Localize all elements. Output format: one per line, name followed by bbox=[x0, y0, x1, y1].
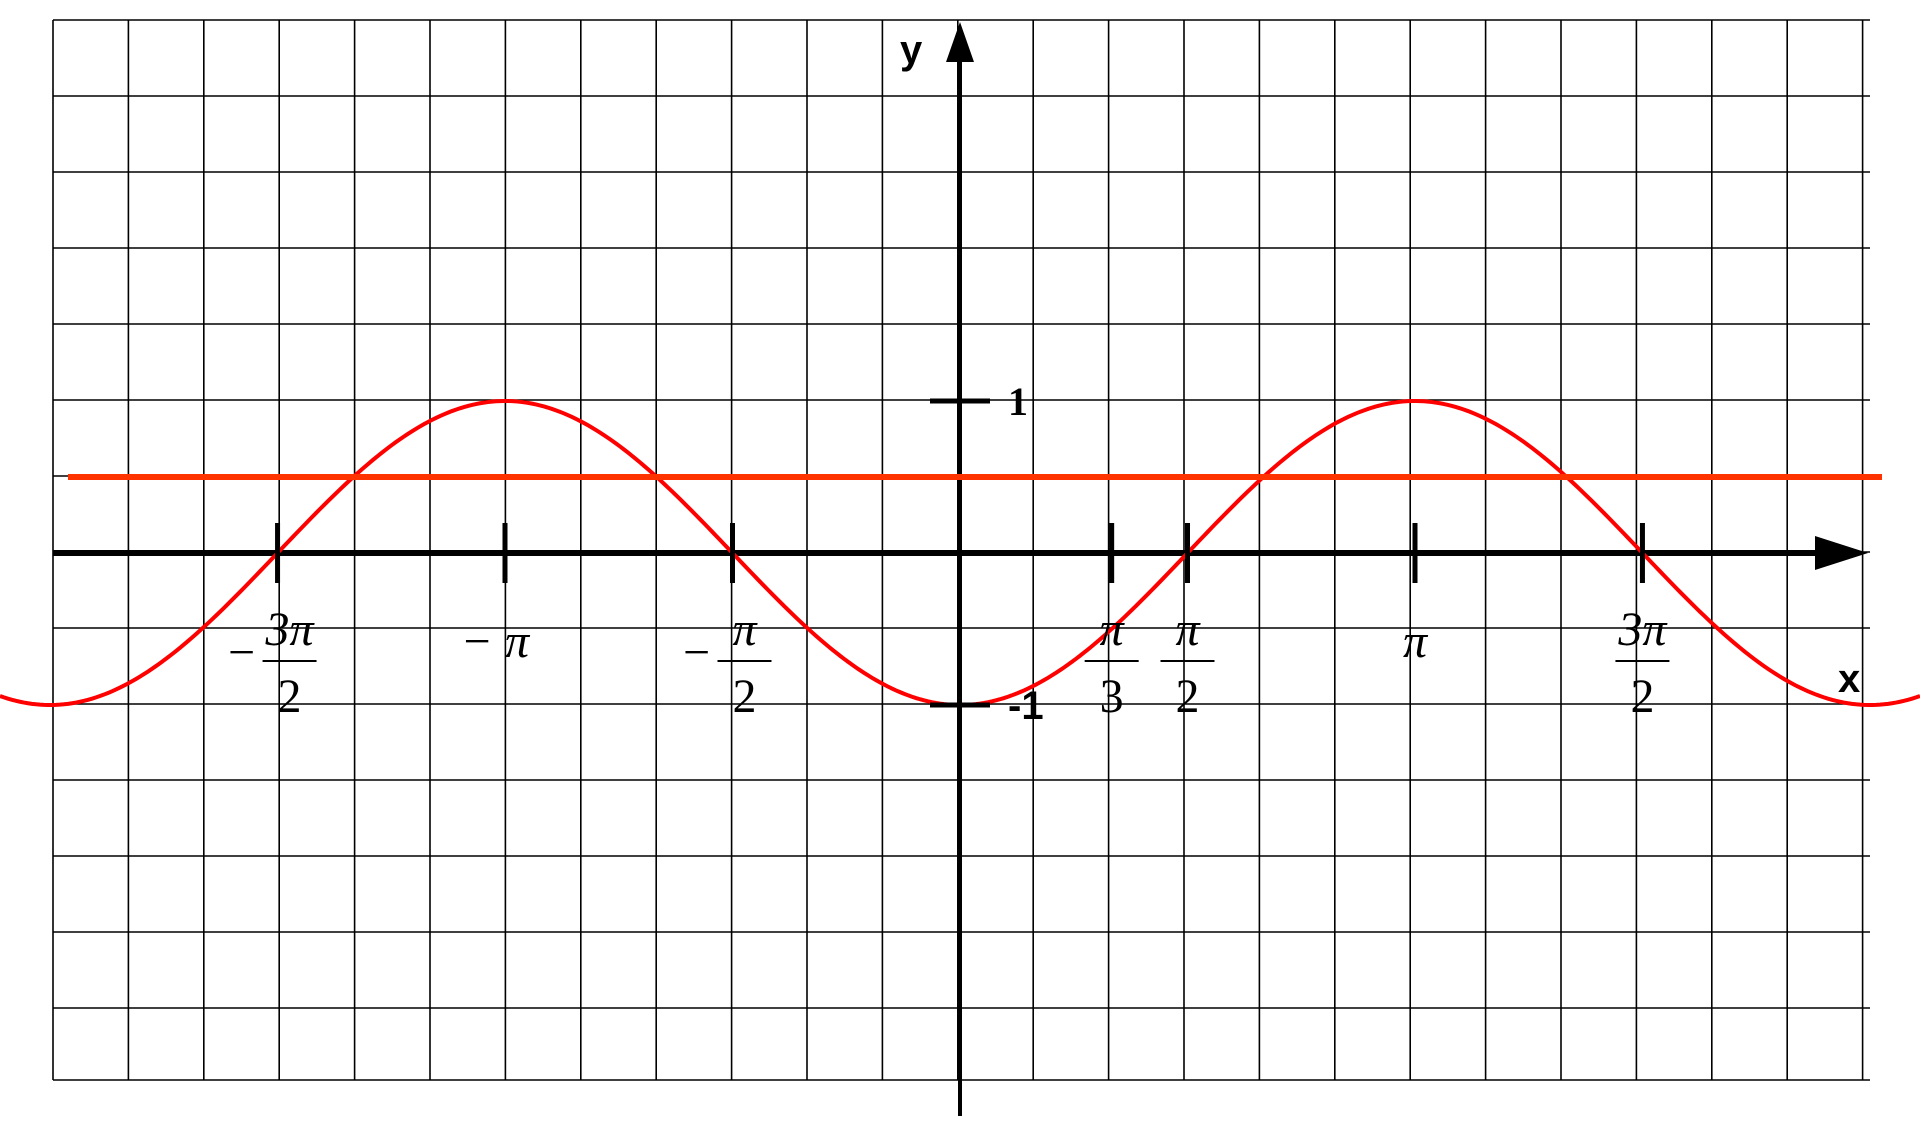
x-tick-denominator: 2 bbox=[732, 670, 756, 723]
x-tick-numerator: π bbox=[1100, 603, 1126, 656]
x-tick-denominator: 2 bbox=[1630, 670, 1654, 723]
x-tick-numerator: 3π bbox=[1617, 603, 1668, 656]
x-tick-numerator: π bbox=[1403, 615, 1429, 668]
x-tick-denominator: 2 bbox=[1176, 670, 1200, 723]
x-tick-sign: − bbox=[683, 626, 710, 679]
y-axis-label: y bbox=[900, 28, 923, 72]
x-tick-sign: − bbox=[228, 626, 255, 679]
x-tick-numerator: π bbox=[505, 615, 531, 668]
x-axis-label: x bbox=[1838, 657, 1860, 701]
x-tick-numerator: π bbox=[1175, 603, 1201, 656]
x-tick-denominator: 3 bbox=[1100, 670, 1124, 723]
y-tick-label: -1 bbox=[1008, 684, 1044, 728]
x-axis-arrow bbox=[1815, 536, 1868, 570]
x-tick-numerator: π bbox=[732, 603, 758, 656]
axes bbox=[53, 22, 1868, 1116]
y-tick-label: 1 bbox=[1008, 379, 1028, 424]
x-tick-denominator: 2 bbox=[278, 670, 302, 723]
x-tick-sign: − bbox=[463, 615, 490, 668]
y-axis-arrow bbox=[946, 22, 974, 62]
x-tick-numerator: 3π bbox=[265, 603, 316, 656]
